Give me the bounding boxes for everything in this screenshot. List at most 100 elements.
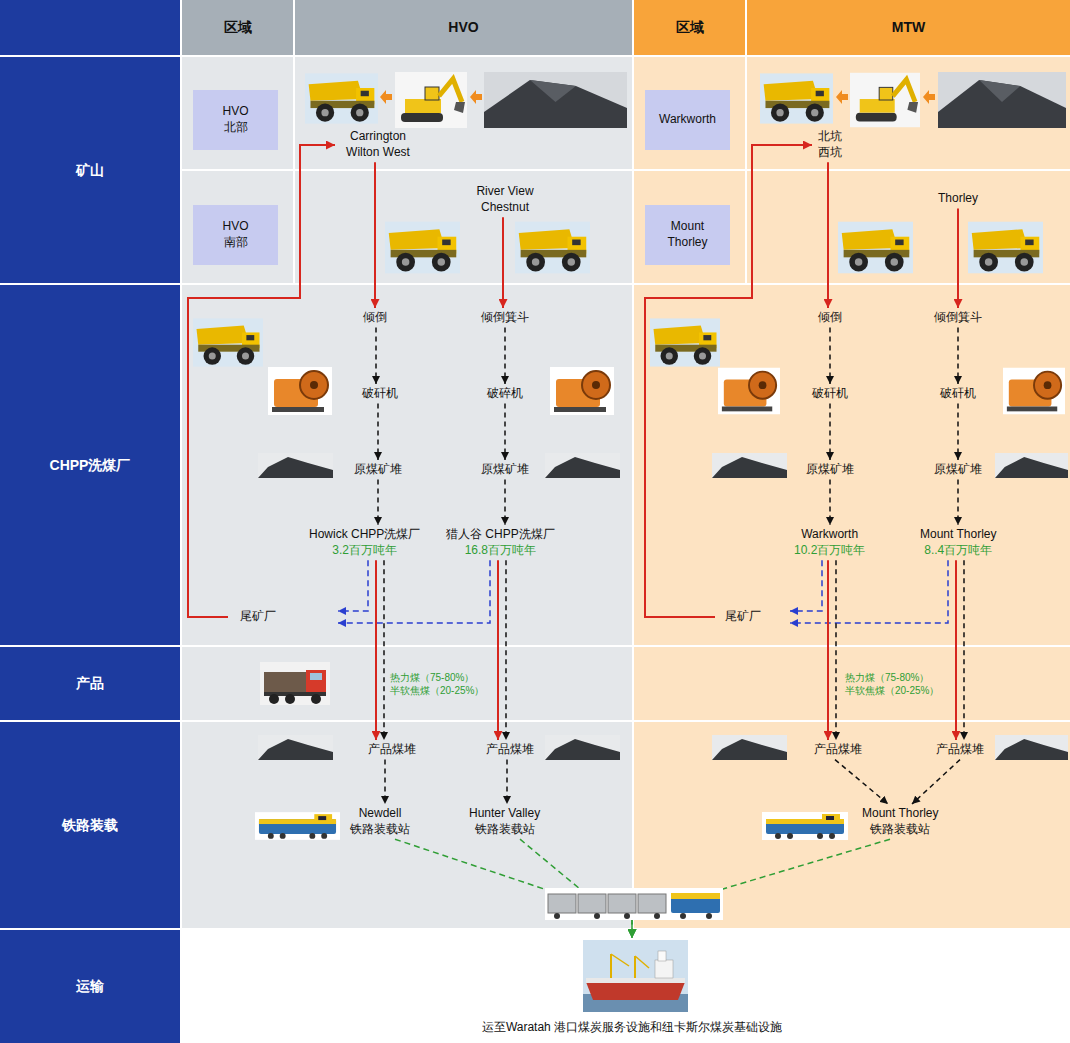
node-text: 破碎机: [487, 386, 523, 402]
node-text: 产品: [76, 674, 104, 692]
mining-truck: [968, 222, 1043, 274]
node-text: Mount Thorley: [920, 527, 996, 543]
locomotive: [255, 812, 340, 840]
node-text: 尾矿厂: [240, 609, 276, 625]
product-share-note: 热力煤（75-80%）: [845, 672, 929, 684]
node-text: 铁路装载: [62, 816, 118, 834]
flow-step: 北坑 西坑: [812, 127, 848, 162]
flow-step: 产品煤堆: [811, 740, 865, 760]
flow-step: 倾倒: [360, 308, 390, 328]
flow-connector: [955, 560, 957, 740]
flow-arrow: [923, 90, 935, 104]
coal-seam: [938, 72, 1066, 128]
crusher: [718, 368, 780, 415]
region-box: HVO 北部: [193, 90, 278, 150]
node-text: 运至Waratah 港口煤炭服务设施和纽卡斯尔煤炭基础设施: [482, 1020, 782, 1036]
node-text: 尾矿厂: [725, 609, 761, 625]
crusher: [268, 367, 332, 415]
node-text: CHPP洗煤厂: [50, 456, 131, 474]
flow-connector: [338, 560, 368, 611]
node-text: 区域: [676, 18, 704, 36]
node-text: 铁路装载站: [350, 822, 410, 838]
coal-pile: [258, 735, 333, 760]
flow-connector: [374, 162, 376, 308]
flow-connector: [188, 145, 335, 617]
node-text: Carrington Wilton West: [338, 129, 418, 160]
flow-step: 破矸机: [809, 384, 851, 404]
tailings-node: 尾矿厂: [228, 608, 338, 626]
flow-step: 产品煤堆: [933, 740, 987, 760]
flow-step: 产品煤堆: [365, 740, 419, 760]
flow-step: Warkworth10.2百万吨年: [791, 525, 868, 560]
header-cell: HVO: [295, 0, 632, 55]
flow-connector: [506, 760, 508, 804]
column-divider: [745, 57, 747, 284]
flow-step: 破矸机: [359, 384, 401, 404]
flow-connector: [504, 328, 506, 384]
flow-connector: [384, 760, 386, 804]
flow-connector: [827, 162, 829, 308]
flow-arrow: [380, 90, 392, 104]
mining-truck: [760, 73, 833, 123]
crusher: [1003, 368, 1065, 415]
tailings-node: 尾矿厂: [715, 608, 790, 626]
mining-truck: [838, 222, 913, 274]
product-share-note: 半软焦煤（20-25%）: [390, 685, 484, 697]
header-cell: 区域: [634, 0, 745, 55]
flow-step: Carrington Wilton West: [335, 127, 421, 162]
flow-connector: [338, 560, 490, 623]
node-text: 原煤矿堆: [481, 462, 529, 478]
coal-pile: [545, 735, 620, 760]
excavator: [395, 72, 467, 128]
flow-connector: [504, 404, 506, 460]
node-text: 铁路装载站: [862, 822, 938, 838]
flow-step: 倾倒箕斗: [478, 308, 532, 328]
flow-connector: [505, 560, 507, 740]
row-divider: [182, 169, 1070, 171]
region-box: Warkworth: [645, 90, 730, 150]
flow-arrow: [470, 90, 482, 104]
coal-seam: [484, 72, 627, 128]
node-text: 猎人谷 CHPP洗煤厂: [446, 527, 555, 543]
coal-pile: [545, 453, 620, 478]
flow-connector: [377, 404, 379, 460]
node-text: 破矸机: [940, 386, 976, 402]
locomotive: [762, 812, 848, 840]
flow-connector: [375, 560, 377, 740]
node-text: 铁路装载站: [469, 822, 540, 838]
mining-truck: [650, 318, 720, 366]
node-text: Howick CHPP洗煤厂: [309, 527, 420, 543]
flow-connector: [829, 328, 831, 384]
flow-connector: [790, 560, 822, 611]
capacity-text: 10.2百万吨年: [794, 543, 865, 559]
node-text: 破矸机: [362, 386, 398, 402]
flow-step: Mount Thorley铁路装载站: [859, 804, 941, 839]
flow-connector: [835, 560, 837, 740]
product-share-note: 热力煤（75-80%）: [390, 672, 474, 684]
mining-truck: [305, 73, 378, 123]
node-text: 原煤矿堆: [354, 462, 402, 478]
node-text: 原煤矿堆: [934, 462, 982, 478]
flow-connector: [957, 480, 959, 525]
flow-step: 原煤矿堆: [931, 460, 985, 480]
crusher: [550, 367, 614, 415]
node-text: 倾倒: [363, 310, 387, 326]
coal-pile: [995, 453, 1068, 478]
flow-connector: [957, 328, 959, 384]
flow-step: Hunter Valley铁路装载站: [466, 804, 543, 839]
flow-connector: [497, 560, 499, 740]
flow-connector: [645, 145, 812, 617]
flow-step: 破矸机: [937, 384, 979, 404]
node-text: 原煤矿堆: [806, 462, 854, 478]
node-text: Warkworth: [659, 112, 716, 128]
region-box: Mount Thorley: [645, 205, 730, 265]
flow-connector: [375, 328, 377, 384]
road-truck: [260, 662, 330, 705]
row-band: 产品: [0, 647, 180, 720]
node-text: 产品煤堆: [936, 742, 984, 758]
node-text: Mount Thorley: [862, 806, 938, 822]
node-text: Warkworth: [794, 527, 865, 543]
flow-step: 破碎机: [484, 384, 526, 404]
hvo-area: [182, 57, 632, 928]
flow-step: Mount Thorley8..4百万吨年: [917, 525, 999, 560]
